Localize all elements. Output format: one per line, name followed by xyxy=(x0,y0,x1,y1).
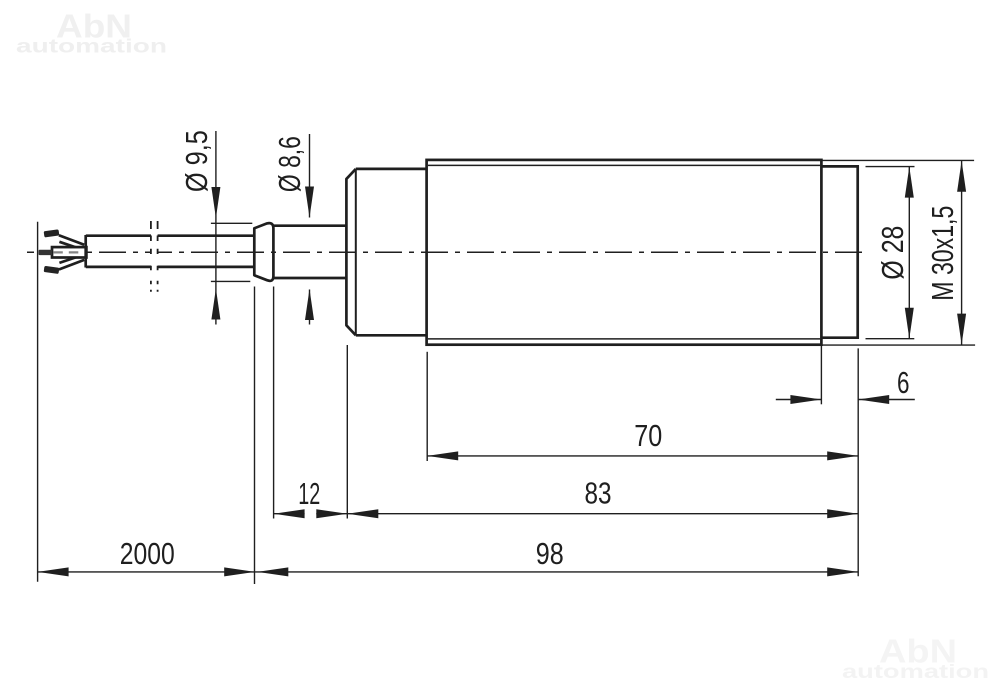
svg-text:12: 12 xyxy=(298,476,320,511)
svg-text:M 30x1,5: M 30x1,5 xyxy=(925,206,960,301)
svg-text:AbN: AbN xyxy=(879,633,957,670)
svg-text:Ø 9,5: Ø 9,5 xyxy=(179,130,214,192)
svg-text:AbN: AbN xyxy=(56,8,132,45)
svg-text:automation: automation xyxy=(16,36,167,58)
svg-text:2000: 2000 xyxy=(120,536,175,571)
svg-text:98: 98 xyxy=(536,536,564,571)
svg-text:83: 83 xyxy=(585,476,612,511)
svg-text:Ø 8,6: Ø 8,6 xyxy=(272,136,307,192)
svg-text:Ø 28: Ø 28 xyxy=(875,226,910,280)
svg-text:70: 70 xyxy=(634,418,662,453)
svg-text:6: 6 xyxy=(897,365,910,400)
svg-text:automation: automation xyxy=(842,661,989,683)
